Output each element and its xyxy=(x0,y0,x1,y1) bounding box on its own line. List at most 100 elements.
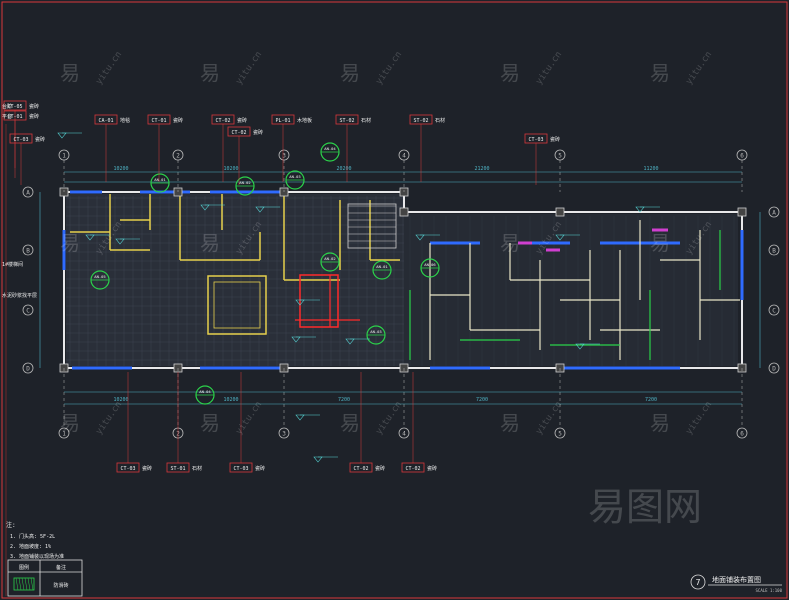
stair-box xyxy=(347,203,397,249)
axis-bubble-top xyxy=(554,149,566,161)
material-tag-code: CT-02 xyxy=(353,466,368,472)
axis-label-bottom: 5 xyxy=(558,431,562,438)
axis-label-top: 3 xyxy=(282,153,286,160)
axis-label-left: C xyxy=(26,308,30,315)
material-tag-desc: 瓷砖 xyxy=(550,136,560,143)
material-tag-code: CT-03 xyxy=(13,137,28,143)
material-tag-desc: 瓷砖 xyxy=(142,465,152,472)
legend-swatch-hatch xyxy=(27,577,31,591)
notes-line: 3. 地面铺装以现场为准 xyxy=(10,553,64,560)
axis-label-top: 6 xyxy=(740,153,744,160)
axis-label-bottom: 4 xyxy=(402,431,406,438)
dimension-text-top: 11200 xyxy=(643,166,658,172)
axis-bubble-bottom xyxy=(554,427,566,439)
watermark-glyph: 易 xyxy=(340,61,360,85)
material-tag-code: CT-01 xyxy=(151,118,166,124)
stair-outline xyxy=(299,274,339,328)
material-tag-desc: 瓷砖 xyxy=(29,113,39,120)
dimension-text-top: 20200 xyxy=(336,166,351,172)
dimension-text-bottom: 7200 xyxy=(338,397,350,403)
dimension-text-bottom: 7200 xyxy=(645,397,657,403)
material-callout-code: AN-03 xyxy=(370,329,381,334)
axis-label-bottom: 3 xyxy=(282,431,286,438)
material-callout-code: AN-04 xyxy=(324,146,336,151)
material-tag-desc: 瓷砖 xyxy=(255,465,265,472)
axis-label-right: A xyxy=(772,210,776,217)
axis-bubble-bottom xyxy=(278,427,290,439)
side-label: 1#楼梯间 xyxy=(2,261,23,268)
legend-swatch-hatch xyxy=(24,577,28,591)
dimension-text-bottom: 7200 xyxy=(476,397,488,403)
sheet-scale: SCALE 1:100 xyxy=(756,588,783,593)
axis-label-top: 2 xyxy=(176,153,180,160)
material-tag-code: CT-01 xyxy=(7,114,22,120)
axis-label-left: A xyxy=(26,190,30,197)
legend-swatch-hatch xyxy=(30,577,34,591)
material-callout-code: AN-06 xyxy=(424,262,436,267)
legend-header-desc: 备注 xyxy=(56,564,66,571)
legend-table xyxy=(7,559,83,597)
sheet-number-circle xyxy=(690,574,706,590)
material-callout-code: AN-03 xyxy=(289,174,300,179)
axis-bubble-bottom xyxy=(736,427,748,439)
watermark-glyph: 易 xyxy=(200,61,220,85)
axis-bubble-top xyxy=(58,149,70,161)
material-tag-code: ST-02 xyxy=(413,118,428,124)
material-tag-code: PL-01 xyxy=(275,118,290,124)
axis-label-bottom: 1 xyxy=(62,431,66,438)
axis-bubble-left xyxy=(22,186,34,198)
axis-bubble-left xyxy=(22,362,34,374)
material-tag-desc: 地毯 xyxy=(120,117,130,124)
watermark-glyph: 易 xyxy=(200,231,220,255)
notes-line: 2. 地面坡度: 1% xyxy=(10,543,51,550)
axis-label-right: D xyxy=(772,366,776,373)
axis-bubble-bottom xyxy=(58,427,70,439)
dimension-text-bottom: 10200 xyxy=(223,397,238,403)
material-tag-desc: 瓷砖 xyxy=(253,129,263,136)
legend-swatch-hatch xyxy=(18,577,22,591)
material-callout-code: AN-02 xyxy=(239,180,250,185)
structural-column xyxy=(399,207,409,217)
side-label: 台阶 xyxy=(2,103,12,110)
axis-label-top: 1 xyxy=(62,153,66,160)
material-tag-desc: 瓷砖 xyxy=(427,465,437,472)
material-tag-desc: 瓷砖 xyxy=(173,117,183,124)
side-label: 平台 xyxy=(2,113,12,120)
sheet-number: 7 xyxy=(696,578,701,587)
watermark-glyph: 易 xyxy=(650,231,670,255)
axis-bubble-right xyxy=(768,244,780,256)
material-tag-code: CT-02 xyxy=(215,118,230,124)
material-tag-code: ST-02 xyxy=(339,118,354,124)
watermark-glyph: 易 xyxy=(60,61,80,85)
watermark-glyph: 易 xyxy=(60,231,80,255)
structural-column xyxy=(737,207,747,217)
axis-bubble-left xyxy=(22,304,34,316)
floor-area-right xyxy=(404,214,738,366)
axis-bubble-top xyxy=(736,149,748,161)
axis-label-top: 4 xyxy=(402,153,406,160)
material-tag-desc: 瓷砖 xyxy=(237,117,247,124)
dimension-text-top: 21200 xyxy=(474,166,489,172)
axis-bubble-right xyxy=(768,206,780,218)
material-callout-code: AN-01 xyxy=(376,264,388,269)
material-callout-code: AN-02 xyxy=(324,256,335,261)
notes-header: 注: xyxy=(6,521,16,529)
side-label: 水泥砂浆找平层 xyxy=(2,292,37,299)
material-tag-code: CT-02 xyxy=(405,466,420,472)
watermark-glyph: 易 xyxy=(650,61,670,85)
watermark-glyph: 易 xyxy=(500,61,520,85)
legend-row-desc: 防滑砖 xyxy=(53,582,68,589)
material-callout-code: AN-05 xyxy=(94,274,105,279)
dimension-text-top: 10200 xyxy=(113,166,128,172)
material-callout-code: AN-04 xyxy=(199,389,211,394)
axis-label-right: C xyxy=(772,308,776,315)
material-tag-desc: 瓷砖 xyxy=(35,136,45,143)
material-tag-code: CT-03 xyxy=(120,466,135,472)
material-tag-code: CT-02 xyxy=(231,130,246,136)
dimension-text-bottom: 10200 xyxy=(113,397,128,403)
axis-bubble-top xyxy=(172,149,184,161)
watermark-brand: 易图网 xyxy=(588,485,702,529)
